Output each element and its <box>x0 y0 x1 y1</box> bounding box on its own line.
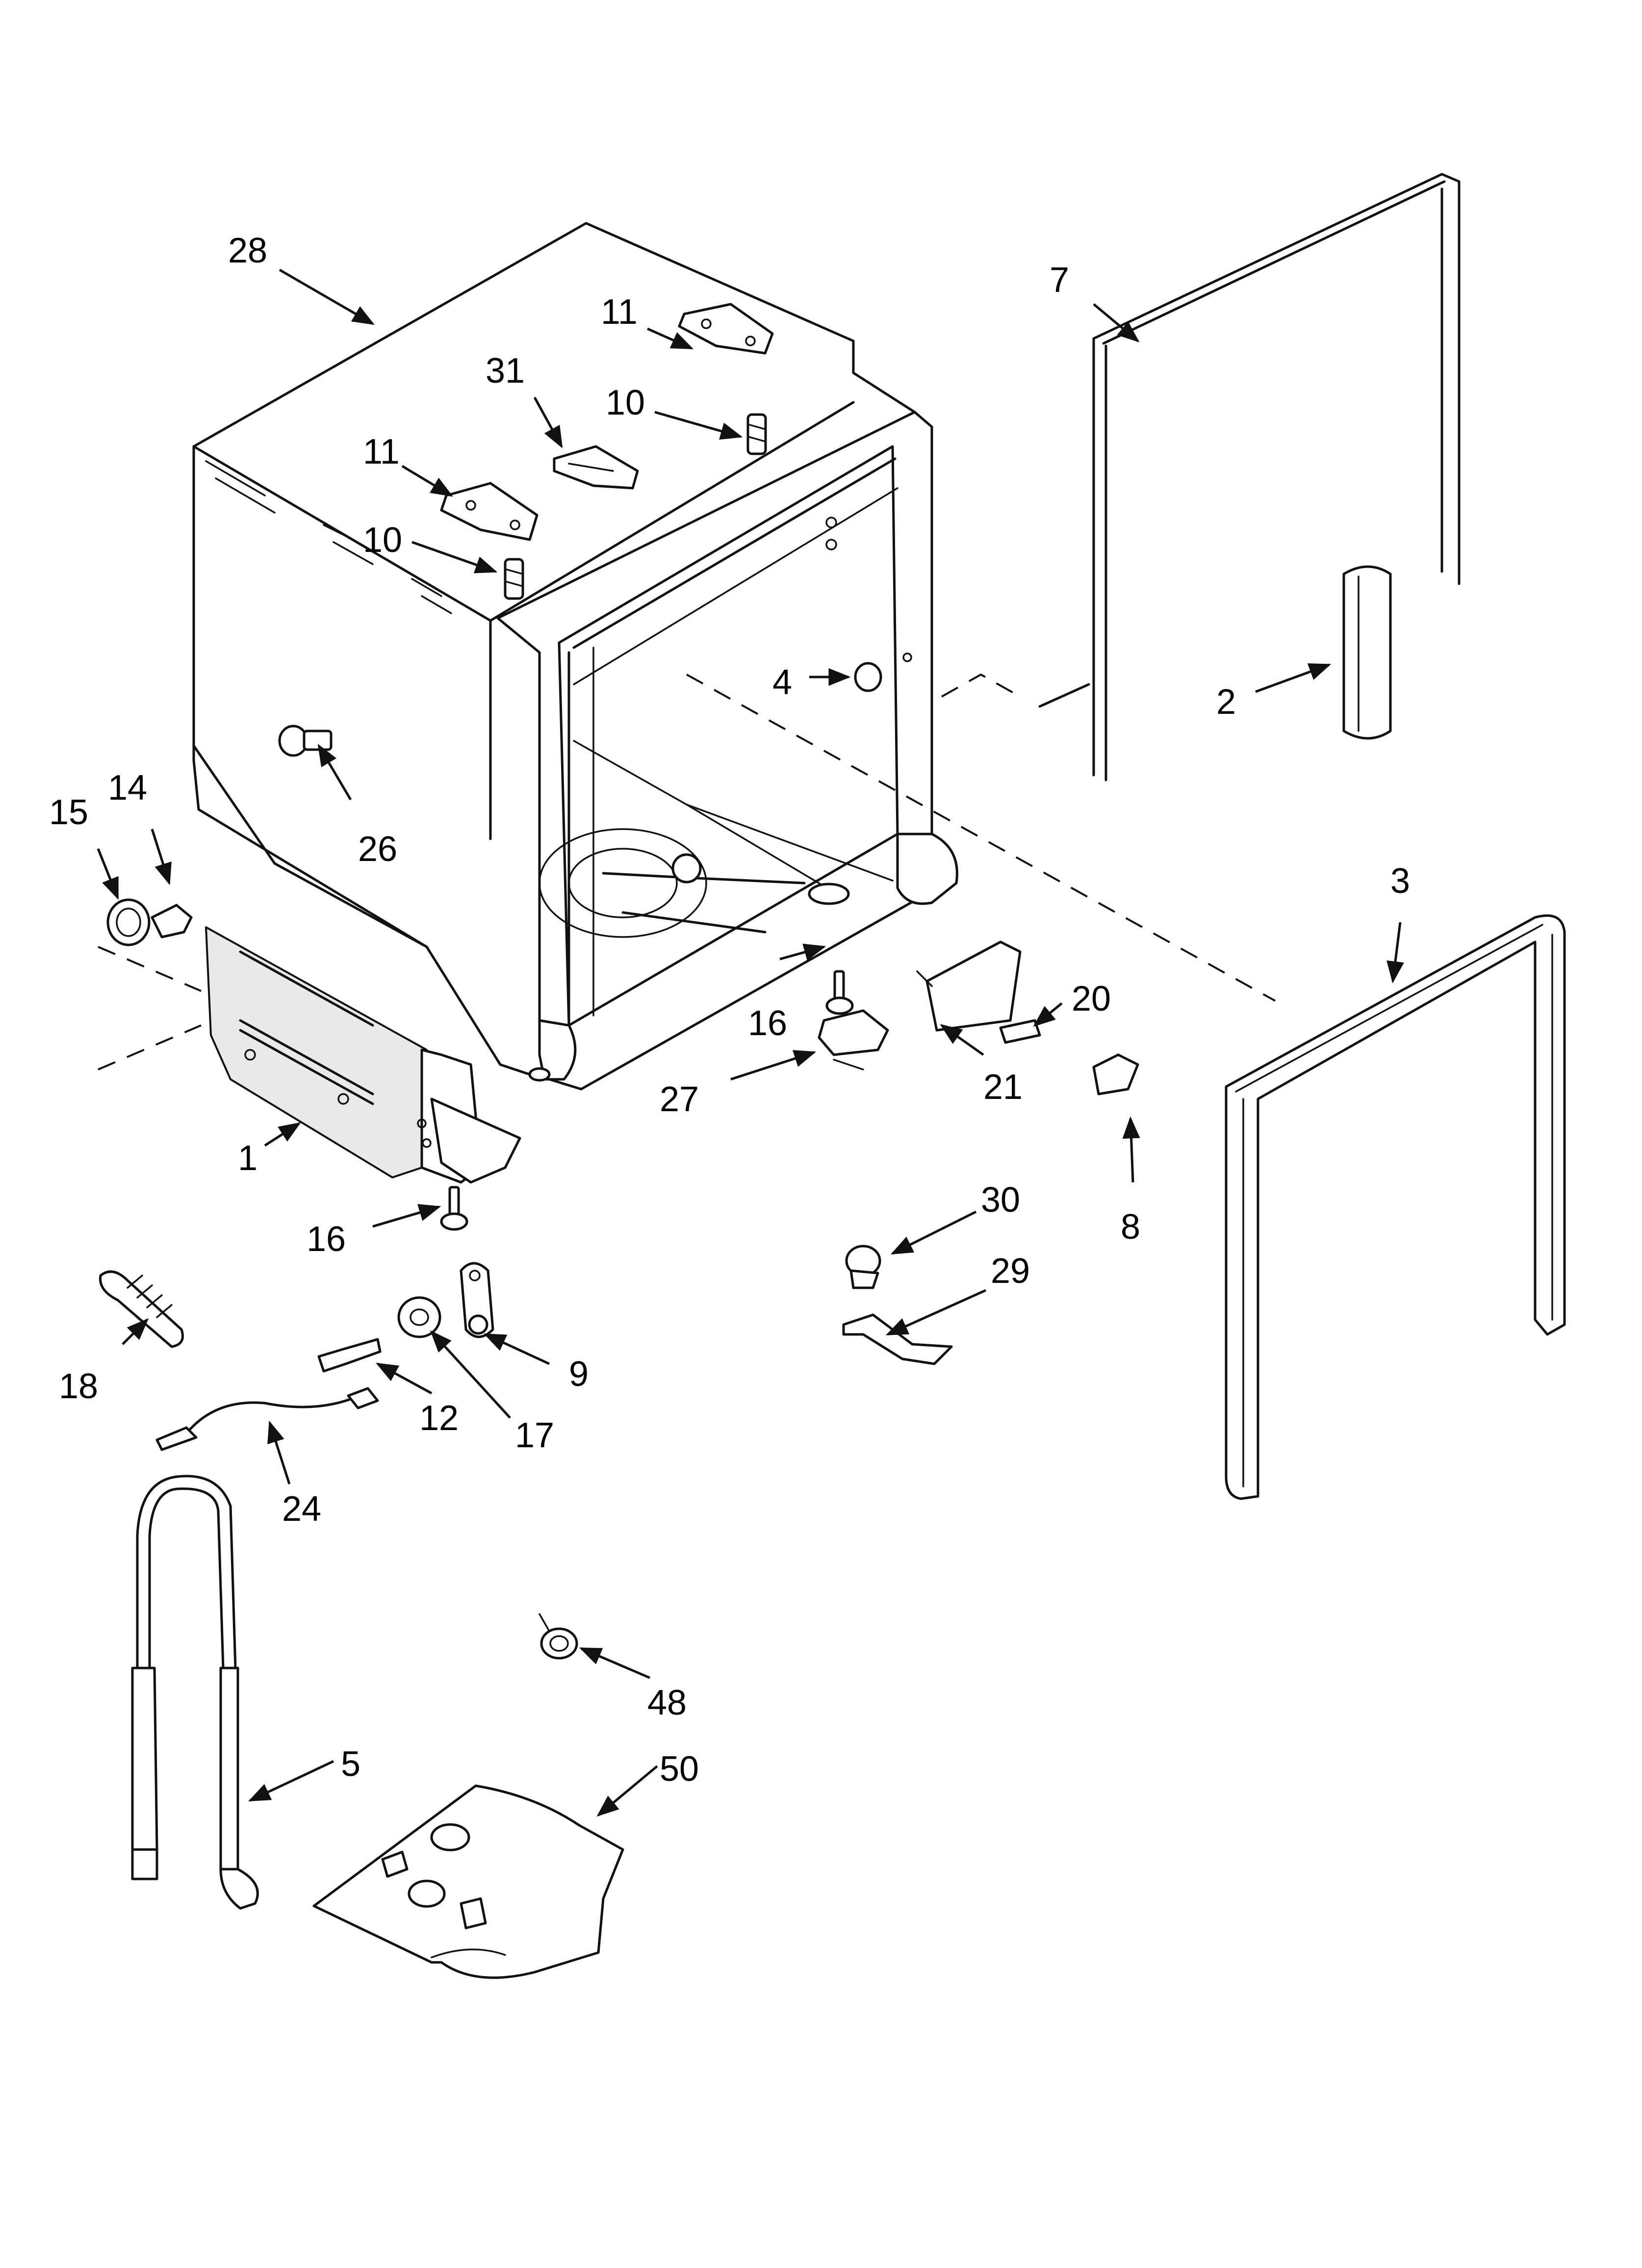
leader-arrows <box>97 268 1404 1817</box>
parts-bag <box>312 1784 624 1979</box>
callout-24: 24 <box>282 1489 321 1529</box>
callout-31: 31 <box>486 351 525 391</box>
callout-26: 26 <box>358 830 397 869</box>
callout-50: 50 <box>660 1749 699 1789</box>
callout-17: 17 <box>515 1416 554 1455</box>
plug <box>854 652 912 692</box>
clip-30 <box>845 1245 881 1289</box>
ground-wire <box>155 1387 379 1451</box>
tub-gasket <box>1225 914 1566 1500</box>
callout-27: 27 <box>660 1080 699 1119</box>
mounting-bracket-27 <box>818 1009 889 1070</box>
door-gasket-strip <box>941 173 1461 782</box>
nut <box>106 898 151 946</box>
callout-9: 9 <box>569 1355 589 1394</box>
callout-16: 16 <box>748 1004 787 1043</box>
callout-7: 7 <box>1050 261 1069 300</box>
callout-10: 10 <box>606 383 645 422</box>
callout-10: 10 <box>363 521 402 560</box>
bracket-21 <box>916 940 1022 1032</box>
bracket-29 <box>842 1313 953 1365</box>
callout-labels: 28 7 11 31 10 11 10 4 2 26 15 14 3 16 20… <box>49 231 1410 1789</box>
hinge-bracket-upper <box>678 303 774 355</box>
leveling-leg <box>151 904 193 938</box>
callout-4: 4 <box>772 663 792 702</box>
foot-lower <box>440 1186 468 1231</box>
callout-1: 1 <box>238 1139 257 1178</box>
callout-28: 28 <box>228 231 267 270</box>
link-plate <box>460 1262 494 1338</box>
callout-11: 11 <box>601 292 638 332</box>
callout-8: 8 <box>1121 1207 1140 1247</box>
screw-12 <box>317 1338 382 1373</box>
callout-3: 3 <box>1390 861 1410 901</box>
callout-11: 11 <box>363 432 400 471</box>
tub-assembly <box>98 222 1276 1184</box>
callout-5: 5 <box>341 1745 360 1784</box>
callout-2: 2 <box>1216 682 1236 722</box>
foot-upper <box>825 970 854 1015</box>
callout-29: 29 <box>991 1251 1030 1291</box>
screw-20 <box>999 1019 1041 1044</box>
callout-20: 20 <box>1072 979 1111 1018</box>
screw-upper <box>746 413 767 455</box>
callout-30: 30 <box>981 1180 1020 1220</box>
callout-15: 15 <box>49 793 88 832</box>
callout-16: 16 <box>307 1220 346 1259</box>
screw-lower <box>504 558 524 600</box>
callout-48: 48 <box>647 1683 687 1722</box>
clip-8 <box>1092 1053 1139 1095</box>
callout-18: 18 <box>59 1367 98 1406</box>
callout-12: 12 <box>419 1399 459 1438</box>
callout-21: 21 <box>983 1068 1023 1107</box>
drain-hose <box>131 1475 259 1910</box>
wheel <box>397 1296 441 1338</box>
clip <box>553 445 639 490</box>
hinge-bracket-lower <box>440 482 539 541</box>
spring <box>99 1270 184 1348</box>
callout-14: 14 <box>108 768 147 808</box>
tube-insulation <box>1342 565 1392 740</box>
hose-clamp <box>539 1613 578 1660</box>
